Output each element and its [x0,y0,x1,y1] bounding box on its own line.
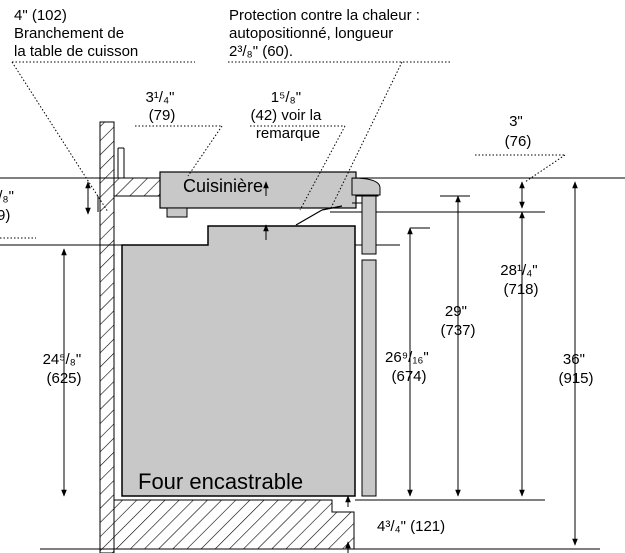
dimension-737-label: 29" (737) [440,303,475,339]
oven-label: Four encastrable [138,469,303,494]
left-cut-label: ⁵/₈" (9) [0,188,18,224]
dimension-42-label: 1⁵/₈" (42) voir la remarque [250,89,325,142]
base-cabinet [113,499,355,550]
heat-shield-label: Protection contre la chaleur : autoposit… [229,7,424,60]
oven-front-panel [361,259,377,497]
dimension-121-label: 4³/₄" (121) [377,518,445,535]
dimension-674-label: 26⁹/₁₆" (674) [385,349,433,385]
hob-connection-label: 4" (102) Branchement de la table de cuis… [14,7,138,60]
dimension-76-label: 3" (76) [505,113,532,150]
dimension-718-label: 28¹/₄" (718) [500,262,541,298]
dimension-79-label: 3¹/₄" (79) [145,89,178,124]
dimension-arrows [61,181,578,553]
cooktop [113,147,381,218]
oven-front-panel-top [361,195,377,255]
oven-body [121,225,356,497]
dimension-915-label: 36" (915) [558,351,593,387]
wall [99,121,115,553]
leader-lines [0,61,566,239]
dimension-625-label: 24⁵/₈" (625) [43,351,86,387]
cooktop-label: Cuisinière [183,176,263,196]
heat-shield [295,209,323,226]
